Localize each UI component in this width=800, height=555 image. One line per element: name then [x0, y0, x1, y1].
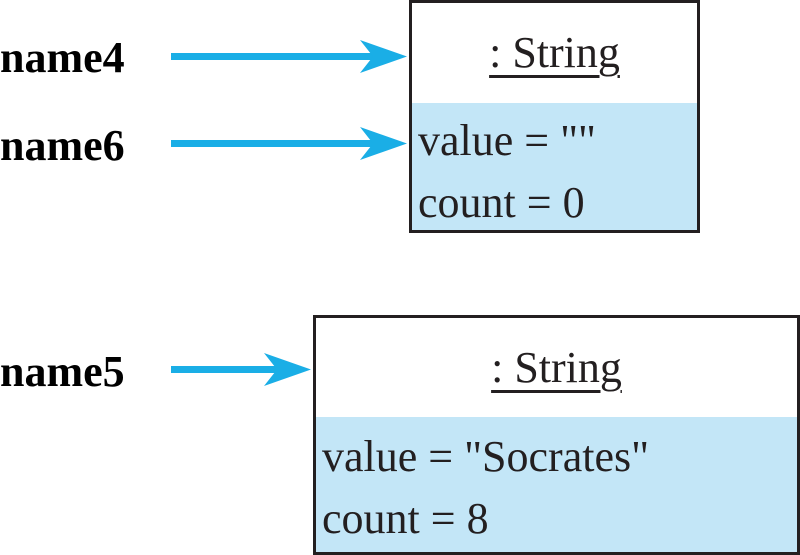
object-attributes: value = "Socrates" count = 8 — [316, 417, 797, 552]
attribute-count: count = 8 — [322, 494, 489, 543]
string-object-socrates: : String value = "Socrates" count = 8 — [313, 315, 800, 555]
reference-name4-label: name4 — [0, 33, 125, 82]
object-class-title: : String — [491, 342, 622, 392]
object-header: : String — [412, 3, 697, 106]
arrow-name5-head — [264, 353, 311, 386]
arrow-name5-shaft — [171, 366, 281, 373]
attribute-value: value = "" — [418, 116, 597, 165]
object-attributes: value = "" count = 0 — [412, 103, 697, 230]
arrow-name4-shaft — [171, 53, 376, 60]
reference-name6-label: name6 — [0, 121, 125, 170]
arrow-name4-head — [360, 40, 407, 73]
attribute-value: value = "Socrates" — [322, 432, 650, 481]
arrow-name6-head — [360, 127, 407, 160]
reference-name5-label: name5 — [0, 347, 125, 396]
object-class-title: : String — [489, 28, 620, 77]
arrow-name6-shaft — [171, 140, 376, 147]
string-object-empty: : String value = "" count = 0 — [409, 0, 700, 233]
attribute-count: count = 0 — [418, 178, 585, 227]
object-header: : String — [316, 318, 797, 420]
